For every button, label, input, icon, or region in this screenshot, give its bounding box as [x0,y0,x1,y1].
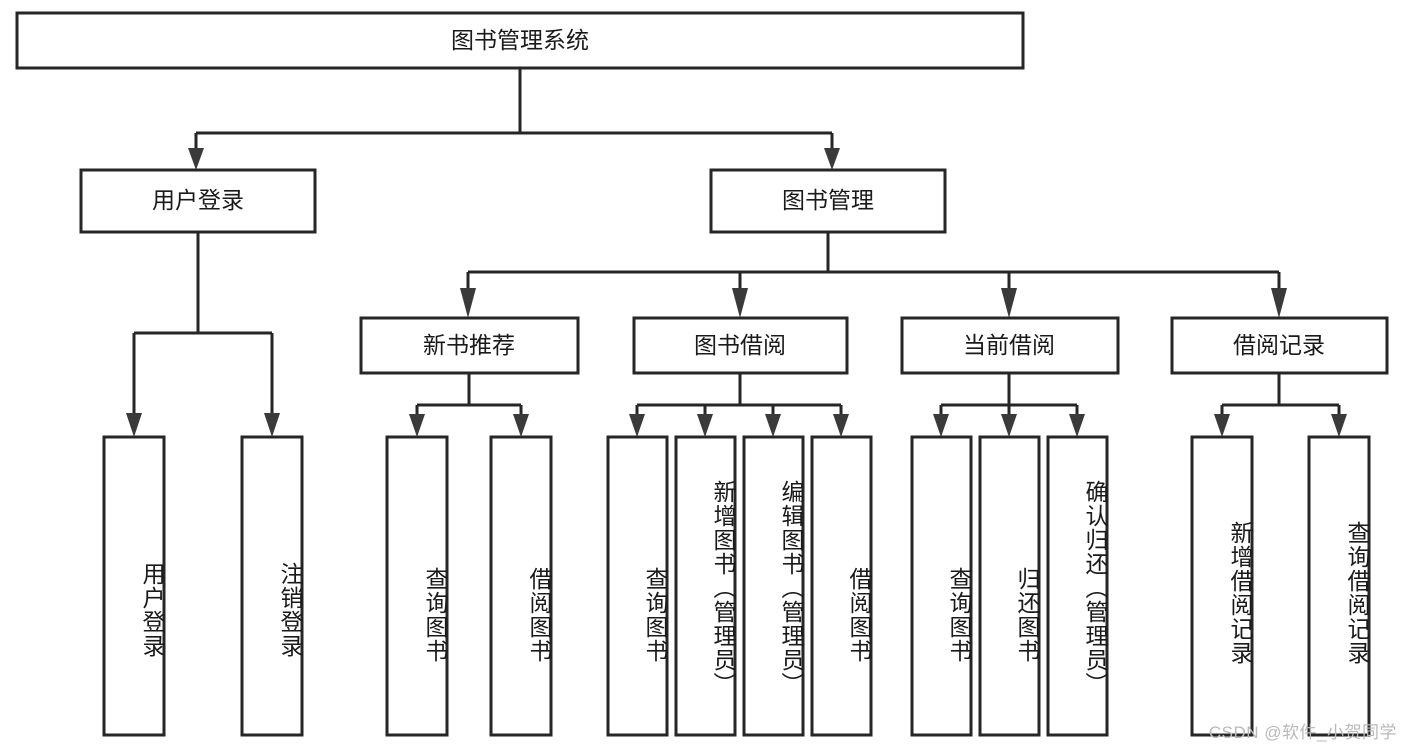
node-label-book-borrow: 图书借阅 [694,332,786,358]
arrow-head-icon [409,414,425,437]
arrow-head-icon [824,148,840,170]
node-box-new-book-recommend[interactable] [359,316,580,375]
node-label-new-book-recommend: 新书推荐 [423,332,515,358]
node-label-book-manage: 图书管理 [782,187,874,213]
node-box-leaf-user-logout[interactable] [240,435,304,737]
arrow-head-icon [460,288,476,318]
node-box-book-borrow[interactable] [632,316,849,375]
node-box-leaf-borrow-book-2[interactable] [810,435,873,737]
connector-book-manage-to-level3 [460,232,1287,318]
node-label-user-login: 用户登录 [152,187,244,213]
node-box-book-manage[interactable] [709,168,947,234]
arrow-head-icon [1001,414,1017,437]
node-label-current-borrow: 当前借阅 [963,332,1055,358]
arrow-head-icon [126,413,142,437]
connector-book-borrow-to-leaves [629,373,849,437]
arrow-head-icon [1271,288,1287,318]
arrow-head-icon [765,414,781,437]
arrow-head-icon [513,414,529,437]
node-box-borrow-record[interactable] [1170,316,1389,375]
node-box-leaf-query-book-2[interactable] [606,435,669,737]
node-box-leaf-query-book-3[interactable] [910,435,973,737]
arrow-head-icon [1214,414,1230,437]
connector-user-login-to-leaves [126,232,280,437]
node-box-leaf-query-record[interactable] [1307,435,1371,737]
connector-current-borrow-to-leaves [933,373,1085,437]
arrow-head-icon [1001,288,1017,318]
node-label-root: 图书管理系统 [451,27,589,53]
connector-borrow-record-to-leaves [1214,373,1347,437]
arrow-head-icon [732,288,748,318]
node-box-leaf-add-book[interactable] [674,435,737,737]
node-box-user-login[interactable] [79,168,317,234]
node-box-leaf-add-record[interactable] [1190,435,1254,737]
connector-new-book-recommend-to-leaves [409,373,529,437]
node-box-root[interactable] [15,11,1025,70]
csdn-watermark: CSDN @软件_小贺同学 [1208,723,1397,742]
node-box-leaf-confirm-return[interactable] [1046,435,1109,737]
arrow-head-icon [1069,414,1085,437]
connector-root-to-level2 [188,68,840,170]
arrow-head-icon [188,148,204,170]
arrow-head-icon [264,413,280,437]
arrow-head-icon [697,414,713,437]
node-label-borrow-record: 借阅记录 [1233,332,1325,358]
arrow-head-icon [933,414,949,437]
node-box-leaf-query-book-1[interactable] [385,435,449,737]
node-box-current-borrow[interactable] [900,316,1120,375]
arrow-head-icon [629,414,645,437]
node-box-leaf-edit-book[interactable] [742,435,805,737]
arrow-head-icon [833,414,849,437]
node-box-leaf-user-login[interactable] [102,435,166,737]
arrow-head-icon [1331,414,1347,437]
node-box-leaf-borrow-book-1[interactable] [489,435,553,737]
node-box-leaf-return-book[interactable] [978,435,1041,737]
